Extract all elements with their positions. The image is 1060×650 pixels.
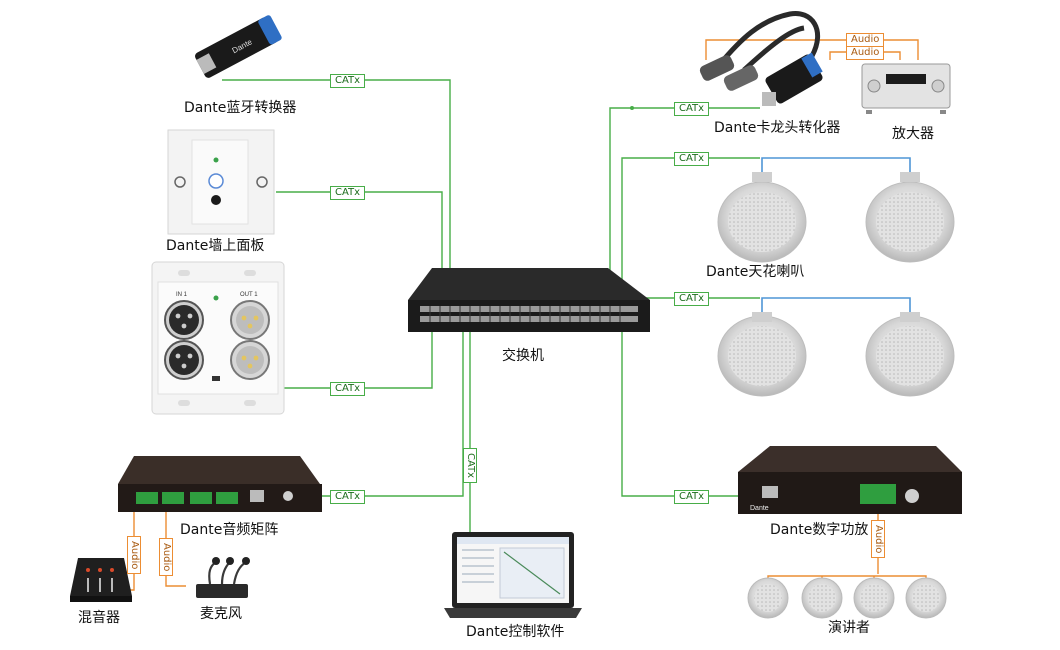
audio-tag: Audio xyxy=(127,536,141,575)
label-switch: 交换机 xyxy=(502,348,544,364)
label-speaker: 演讲者 xyxy=(828,620,870,636)
wall-panel-device xyxy=(167,129,275,235)
catx-tag: CATx xyxy=(674,102,710,116)
panel-out-label: OUT 1 xyxy=(240,292,258,298)
catx-tag: CATx xyxy=(674,152,710,166)
label-amplifier: 放大器 xyxy=(892,126,934,142)
label-control-software: Dante控制软件 xyxy=(466,624,565,640)
digital-amp-device: Dante xyxy=(738,446,962,514)
audio-tag: Audio xyxy=(159,538,173,577)
network-switch xyxy=(408,268,650,332)
catx-tag: CATx xyxy=(330,74,366,88)
catx-tag: CATx xyxy=(330,490,366,504)
speaker-links xyxy=(761,157,911,320)
label-xlr-converter: Dante卡龙头转化器 xyxy=(714,120,841,136)
audio-tag: Audio xyxy=(871,520,885,559)
catx-line-ceiling1 xyxy=(621,157,760,330)
catx-line-xlr xyxy=(609,107,760,330)
label-audio-matrix: Dante音频矩阵 xyxy=(180,522,279,538)
amplifier-device xyxy=(861,63,951,114)
catx-line-panel xyxy=(284,330,433,389)
label-wall-panel: Dante墙上面板 xyxy=(166,238,265,254)
label-digital-amp: Dante数字功放 xyxy=(770,522,869,538)
amp-brand-text: Dante xyxy=(750,505,769,512)
speaker-group xyxy=(747,577,947,619)
xlr-panel-device: IN 1 OUT 1 xyxy=(151,261,285,415)
audio-tag: Audio xyxy=(846,46,885,60)
laptop-device xyxy=(444,532,582,618)
mixer-device xyxy=(70,558,132,602)
catx-tag: CATx xyxy=(330,186,366,200)
arrow-dot xyxy=(630,106,634,110)
catx-tag: CATx xyxy=(674,292,710,306)
microphone-device xyxy=(196,557,250,598)
catx-tag: CATx xyxy=(330,382,366,396)
audio-matrix-device xyxy=(118,456,322,512)
audio-tag: Audio xyxy=(846,33,885,47)
label-bt-converter: Dante蓝牙转换器 xyxy=(184,100,297,116)
catx-line-matrix xyxy=(322,330,464,497)
panel-in-label: IN 1 xyxy=(176,292,188,298)
xlr-converter-device xyxy=(699,11,823,106)
label-mixer: 混音器 xyxy=(78,610,120,626)
label-microphone: 麦克风 xyxy=(200,606,242,622)
catx-line-bt xyxy=(222,79,451,330)
ceiling-speaker-1 xyxy=(717,172,807,263)
catx-tag: CATx xyxy=(674,490,710,504)
ceiling-speaker-3 xyxy=(717,312,807,397)
label-ceiling-speaker: Dante天花喇叭 xyxy=(706,264,805,280)
bt-converter-device: Dante xyxy=(195,15,282,78)
catx-tag: CATx xyxy=(463,448,477,484)
ceiling-speaker-2 xyxy=(865,172,955,263)
ceiling-speaker-4 xyxy=(865,312,955,397)
